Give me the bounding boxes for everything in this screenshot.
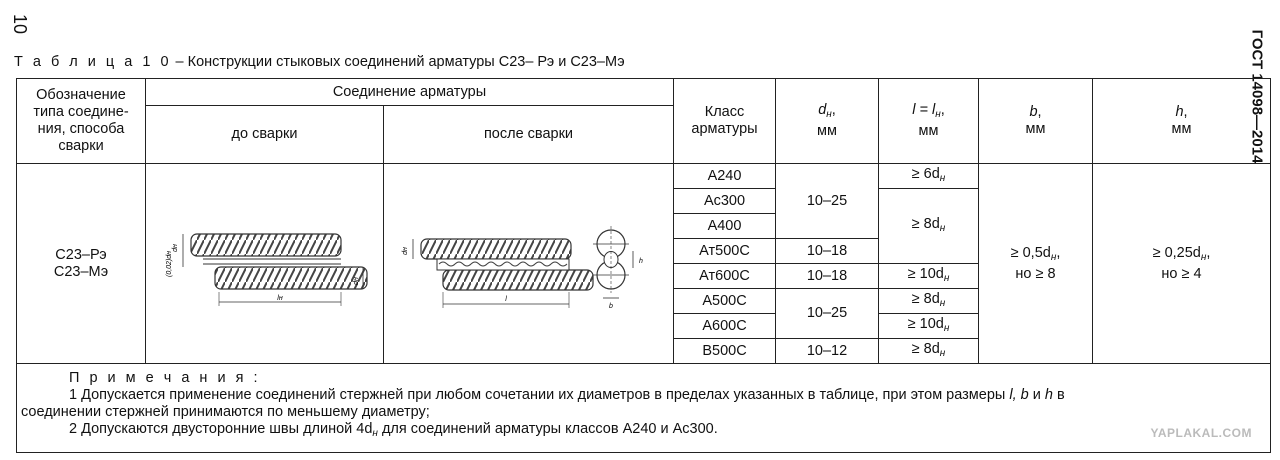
watermark: YAPLAKAL.COM (1150, 426, 1252, 440)
header-before: до сварки (145, 105, 384, 164)
caption-dash: – (175, 54, 184, 70)
note-1-cont: соединении стержней принимаются по меньш… (21, 404, 430, 420)
class-cell: Ас300 (673, 188, 776, 214)
d-cell: 10–18 (775, 263, 879, 289)
header-d: dн, мм (775, 78, 879, 164)
l-cell: ≥ 8dн (878, 338, 979, 364)
drawing-before: dн (0,02)dн dн lн (145, 163, 384, 364)
table-caption: Т а б л и ц а 1 0 – Конструкции стыковых… (14, 54, 625, 70)
label-dn-after: dн (402, 246, 409, 254)
class-cell: А600С (673, 313, 776, 339)
d-cell: 10–18 (775, 238, 879, 264)
note-2: 2 Допускаются двусторонние швы длиной 4d… (69, 421, 718, 439)
page-number: 10 (10, 14, 30, 35)
class-cell: А500С (673, 288, 776, 314)
caption-text: Конструкции стыковых соединений арматуры… (187, 54, 625, 70)
class-cell: А400 (673, 213, 776, 239)
l-cell: ≥ 10dн (878, 263, 979, 289)
d-cell: 10–25 (775, 288, 879, 339)
joints-table: Обозначение типа соедине- ния, способа с… (16, 78, 1271, 453)
l-cell: ≥ 8dн (878, 288, 979, 314)
class-cell: Ат600С (673, 263, 776, 289)
l-cell: ≥ 6dн (878, 163, 979, 189)
notes: П р и м е ч а н и я : 1 Допускается прим… (16, 363, 1271, 453)
header-joint: Соединение арматуры (145, 78, 674, 106)
b-value: ≥ 0,5dн,но ≥ 8 (978, 163, 1093, 364)
header-designation: Обозначение типа соедине- ния, способа с… (16, 78, 146, 164)
class-cell: А240 (673, 163, 776, 189)
label-ln: lн (277, 295, 283, 302)
rebar-after-drawing: dн l h b (402, 225, 643, 310)
d-cell: 10–25 (775, 163, 879, 239)
l-cell: ≥ 8dн (878, 188, 979, 264)
label-b: b (609, 303, 613, 310)
header-after: после сварки (383, 105, 674, 164)
l-cell: ≥ 10dн (878, 313, 979, 339)
label-dn-before: dн (172, 243, 179, 251)
caption-label: Т а б л и ц а 1 0 (14, 54, 172, 70)
label-h: h (639, 258, 643, 265)
class-cell: В500С (673, 338, 776, 364)
rebar-before-drawing: dн (0,02)dн dн lн (166, 232, 368, 306)
label-l: l (505, 296, 507, 303)
d-cell: 10–12 (775, 338, 879, 364)
notes-title: П р и м е ч а н и я : (69, 370, 261, 386)
header-h: h,мм (1092, 78, 1271, 164)
note-1: 1 Допускается применение соединений стер… (69, 387, 1065, 403)
header-l: l = lн, мм (878, 78, 979, 164)
drawing-after: dн l h b (383, 163, 674, 364)
label-dn-right: dн (353, 276, 360, 284)
header-b: b,мм (978, 78, 1093, 164)
class-cell: Ат500С (673, 238, 776, 264)
label-gap: (0,02)dн (166, 250, 173, 276)
h-value: ≥ 0,25dн,но ≥ 4 (1092, 163, 1271, 364)
